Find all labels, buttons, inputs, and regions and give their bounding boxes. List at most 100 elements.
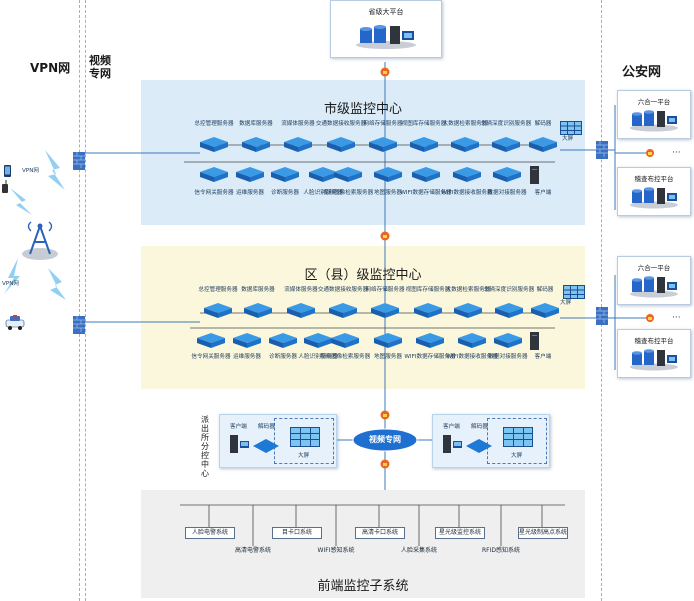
district-bottom-server-label: 运维服务器 <box>233 354 261 360</box>
server-icon <box>199 166 228 182</box>
server-icon <box>528 136 557 152</box>
city-top-server-label: 总控管理服务器 <box>194 121 234 127</box>
server-icon <box>411 166 440 182</box>
police-car-icon <box>5 315 25 330</box>
server-icon <box>373 332 402 348</box>
vpn-small-label-2: VPN网 <box>2 281 19 287</box>
district-top-server-label: 数据库服务器 <box>241 287 275 293</box>
vpn-small-label-1: VPN网 <box>22 168 39 174</box>
server-icon <box>493 332 522 348</box>
city-bottom-server-label: 视频图像检索服务器 <box>322 190 374 196</box>
video-net-cloud-icon <box>352 428 418 452</box>
server-icon <box>199 136 228 152</box>
vpn-label: VPN网 <box>30 61 71 75</box>
city-bottom-server-label: 信令网关服务器 <box>194 190 234 196</box>
province-platform: 省级大平台 <box>330 0 442 58</box>
server-icon <box>243 302 272 318</box>
client-computer-icon <box>528 166 554 184</box>
district-top-server-label: 解码器 <box>536 287 554 293</box>
server-icon <box>268 332 297 348</box>
lock-icon <box>380 67 390 77</box>
city-screen-label: 大屏 <box>562 136 574 142</box>
ps-right-decoder-label: 解码器 <box>471 424 488 430</box>
front-panel-bg <box>141 490 585 598</box>
server-icon <box>308 166 337 182</box>
district-bottom-server-label: 地图服务器 <box>374 354 402 360</box>
decoder-icon <box>466 439 492 453</box>
right-node-1: 六合一平台 <box>617 90 691 139</box>
police-station-left: 客户端 解码器 大屏 <box>219 414 337 468</box>
server-icon <box>409 136 438 152</box>
server-icon <box>330 332 359 348</box>
client-computer-icon <box>528 332 554 350</box>
server-icon <box>326 136 355 152</box>
district-bottom-server-label: 数据对接服务器 <box>488 354 528 360</box>
police-station-right: 客户端 解码器 大屏 <box>432 414 550 468</box>
district-title: 区（县）级监控中心 <box>304 268 422 283</box>
dots-1: ··· <box>672 148 681 158</box>
lock-icon <box>646 149 654 157</box>
firewall-icon <box>73 316 85 334</box>
server-icon <box>235 166 264 182</box>
database-cluster-icon <box>630 276 678 298</box>
front-title: 前端监控子系统 <box>317 579 409 594</box>
dots-2: ··· <box>672 313 681 323</box>
city-panel-bg <box>141 80 585 225</box>
server-icon <box>452 166 481 182</box>
ps-right-client-label: 客户端 <box>443 424 460 430</box>
city-top-server-label: 大数据检索服务器 <box>442 121 488 127</box>
database-cluster-icon <box>356 25 416 49</box>
firewall-icon <box>596 141 608 159</box>
district-top-server-label: 总控管理服务器 <box>198 287 238 293</box>
wall-screen-icon <box>563 285 585 299</box>
district-top-server-label: 网络存储服务器 <box>365 287 405 293</box>
ps-left-decoder-label: 解码器 <box>258 424 275 430</box>
district-panel-bg <box>141 246 585 389</box>
front-system-box: 高清电警系统 <box>234 547 271 554</box>
city-top-server-label: 流媒体服务器 <box>281 121 315 127</box>
city-bottom-server-label: 诊断服务器 <box>271 190 299 196</box>
right-node-4: 稽查布控平台 <box>617 329 691 378</box>
server-icon <box>368 136 397 152</box>
server-icon <box>283 136 312 152</box>
server-icon <box>241 136 270 152</box>
district-top-server-label: 视图库存储服务器 <box>405 287 451 293</box>
divider-right <box>601 0 602 601</box>
computer-icon <box>443 435 462 453</box>
right-node-1-title: 六合一平台 <box>637 98 671 106</box>
server-icon <box>333 166 362 182</box>
lock-icon <box>380 459 390 469</box>
server-icon <box>450 136 479 152</box>
front-system-box: 星光级监控系统 <box>435 527 485 539</box>
server-icon <box>373 166 402 182</box>
police-station-right-inner <box>487 418 547 464</box>
district-bottom-server-label: 客户端 <box>534 354 552 360</box>
district-bottom-server-label: 人脸识别服务器 <box>298 354 338 360</box>
district-screen-label: 大屏 <box>560 300 572 306</box>
police-station-left-inner <box>274 418 334 464</box>
server-icon <box>286 302 315 318</box>
server-icon <box>270 166 299 182</box>
server-icon <box>196 332 225 348</box>
ps-left-screen-label: 大屏 <box>298 453 310 459</box>
district-bottom-server-label: 视频图像检索服务器 <box>319 354 371 360</box>
city-top-server-label: 数据库服务器 <box>239 121 273 127</box>
server-icon <box>370 302 399 318</box>
antenna-tower-icon <box>22 221 58 260</box>
video-net-label: 视频专网 <box>89 54 111 80</box>
city-title: 市级监控中心 <box>323 102 402 117</box>
radio-icon <box>2 180 8 193</box>
front-system-box: 星光级制高点系统 <box>518 527 568 539</box>
right-node-3: 六合一平台 <box>617 256 691 305</box>
district-top-server-label: 交通数据接收服务器 <box>317 287 369 293</box>
district-top-server-label: 大数据检索服务器 <box>445 287 491 293</box>
city-top-server-label: 车辆深度识别服务器 <box>480 121 532 127</box>
district-top-server-label: 车辆深度识别服务器 <box>483 287 535 293</box>
database-cluster-icon <box>630 110 678 132</box>
district-monitoring-center: 区（县）级监控中心 <box>141 246 585 389</box>
server-icon <box>415 332 444 348</box>
district-bottom-server-label: WIFI数据存储服务器 <box>404 354 456 360</box>
server-icon <box>232 332 261 348</box>
